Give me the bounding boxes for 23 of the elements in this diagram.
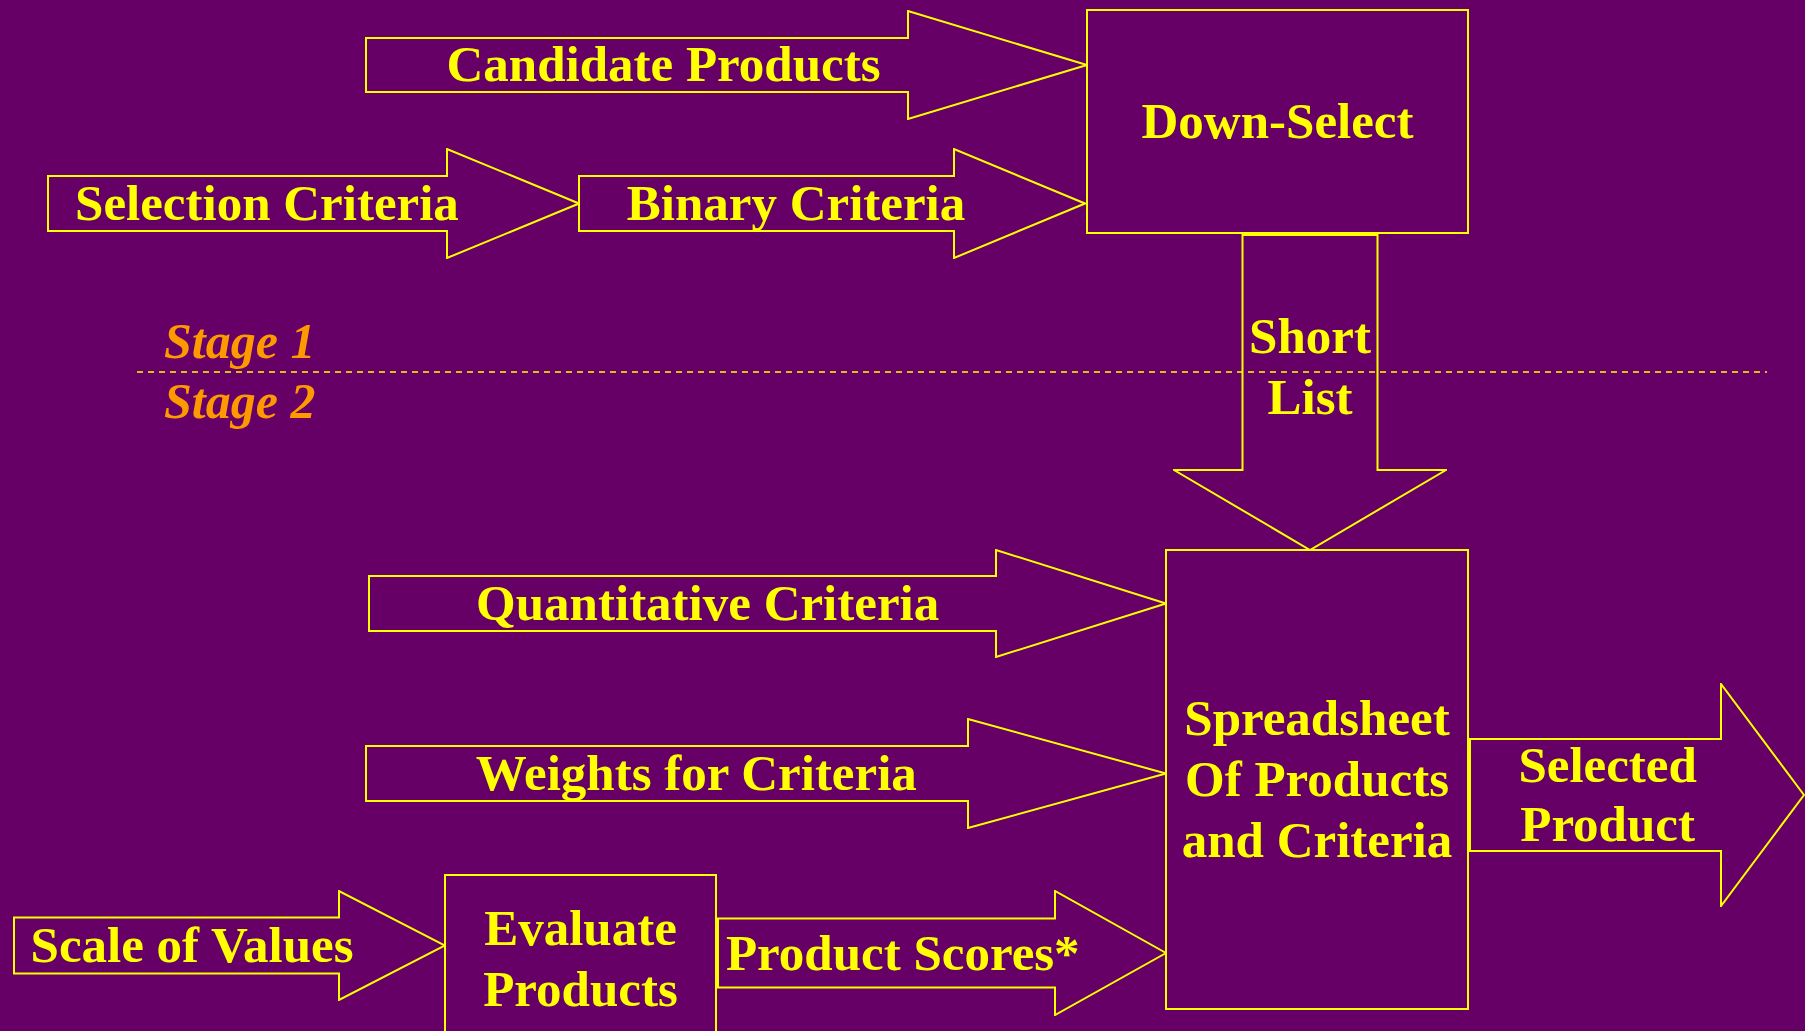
block-arrow xyxy=(365,9,1088,120)
edge-label: Quantitative Criteria xyxy=(476,574,940,633)
block-arrow xyxy=(1173,234,1447,551)
edge-label: Scale of Values xyxy=(30,916,354,975)
process-box xyxy=(1086,9,1469,234)
box-label: Down-Select xyxy=(1141,91,1414,151)
block-arrow xyxy=(13,890,446,1001)
edge-label: Candidate Products xyxy=(446,35,881,94)
process-box xyxy=(444,874,717,1031)
edge-label: Short List xyxy=(1248,307,1372,428)
arrow-label: Binary Criteria xyxy=(626,174,966,233)
block-arrow xyxy=(1469,683,1805,907)
block-arrow xyxy=(717,890,1167,1016)
block-arrow xyxy=(47,148,580,259)
block-arrow xyxy=(365,718,1167,829)
edge-label: Selected Product xyxy=(1517,736,1698,854)
process-box xyxy=(1165,549,1469,1010)
edge-label: Weights for Criteria xyxy=(475,744,917,803)
edge-label: Product Scores* xyxy=(725,923,1080,983)
box-label: Evaluate Products xyxy=(482,898,679,1019)
box-label: Spreadsheet Of Products and Criteria xyxy=(1180,688,1454,871)
edge-label: Selection Criteria xyxy=(75,174,459,233)
block-arrow xyxy=(368,549,1167,658)
